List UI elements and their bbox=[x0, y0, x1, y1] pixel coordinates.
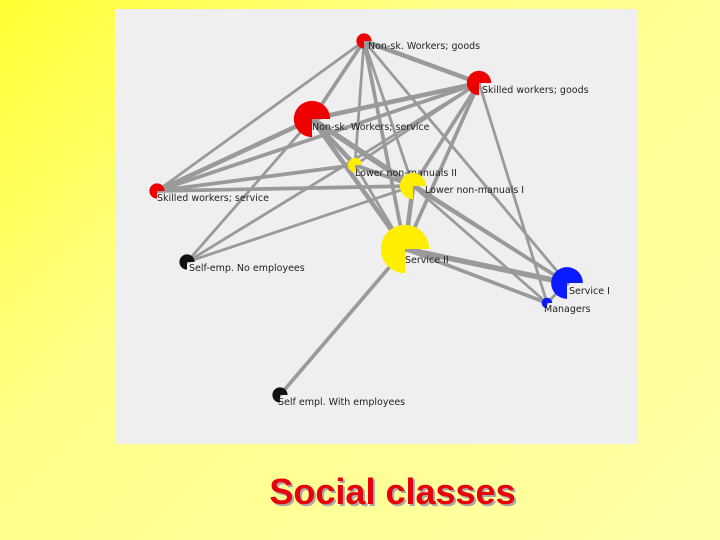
node-nsg: Non-sk. Workers; goods bbox=[356, 33, 480, 52]
slide-title: Social classes bbox=[269, 471, 516, 512]
node-label: Non-sk. Workers; service bbox=[312, 122, 430, 133]
node-label: Self empl. With employees bbox=[278, 397, 405, 408]
node-marker bbox=[356, 33, 372, 49]
edge-sks-lnm1 bbox=[155, 184, 415, 193]
edge-skg-sks bbox=[155, 81, 481, 193]
node-label: Non-sk. Workers; goods bbox=[368, 41, 480, 52]
edge-nsg-lnm2 bbox=[353, 39, 366, 167]
node-label: Skilled workers; goods bbox=[482, 85, 589, 96]
edge-nss-sks bbox=[154, 116, 315, 194]
edge-nsg-sv1 bbox=[362, 39, 569, 285]
node-marker bbox=[293, 100, 331, 138]
node-label: Service II bbox=[405, 255, 449, 266]
node-sv2: Service II bbox=[380, 224, 449, 274]
edge-sv2-sewe bbox=[278, 247, 407, 397]
node-marker bbox=[179, 254, 195, 270]
node-label: Lower non-manuals I bbox=[425, 185, 524, 196]
node-marker bbox=[272, 387, 288, 403]
node-label: Skilled workers; service bbox=[157, 193, 269, 204]
node-sene: Self-emp. No employees bbox=[179, 254, 305, 274]
edge-skg-sene bbox=[185, 81, 481, 264]
node-mgr: Managers bbox=[541, 297, 591, 315]
node-label: Lower non-manuals II bbox=[355, 168, 457, 179]
node-lnm2: Lower non-manuals II bbox=[347, 157, 457, 179]
edge-skg-mgr bbox=[477, 81, 549, 305]
node-marker bbox=[541, 297, 553, 309]
node-sks: Skilled workers; service bbox=[149, 183, 269, 204]
edge-nss-sv2 bbox=[309, 116, 408, 252]
node-sv1: Service I bbox=[551, 267, 610, 299]
node-marker bbox=[466, 70, 492, 96]
edge-sv2-mgr bbox=[403, 247, 549, 305]
node-marker bbox=[347, 157, 363, 173]
edge-skg-nss bbox=[309, 80, 482, 122]
edge-lnm1-sv1 bbox=[411, 184, 569, 285]
node-label: Self-emp. No employees bbox=[189, 263, 305, 274]
node-label: Managers bbox=[544, 304, 591, 315]
edge-nsg-skg bbox=[361, 38, 482, 86]
edge-sv2-sv1 bbox=[402, 246, 570, 286]
node-sewe: Self empl. With employees bbox=[272, 387, 405, 408]
edge-skg-sv2 bbox=[403, 81, 481, 251]
node-marker bbox=[380, 224, 430, 274]
node-marker bbox=[399, 172, 427, 200]
edge-sks-lnm2 bbox=[155, 163, 357, 193]
edge-nsg-sks bbox=[155, 39, 366, 193]
node-skg: Skilled workers; goods bbox=[466, 70, 589, 96]
node-marker bbox=[149, 183, 165, 199]
edge-lnm1-sene bbox=[185, 184, 415, 264]
edge-lnm1-mgr bbox=[411, 184, 549, 305]
edge-skg-lnm1 bbox=[411, 81, 481, 188]
node-marker bbox=[551, 267, 583, 299]
node-label: Service I bbox=[569, 286, 610, 297]
node-nss: Non-sk. Workers; service bbox=[293, 100, 430, 138]
node-lnm1: Lower non-manuals I bbox=[399, 172, 524, 200]
